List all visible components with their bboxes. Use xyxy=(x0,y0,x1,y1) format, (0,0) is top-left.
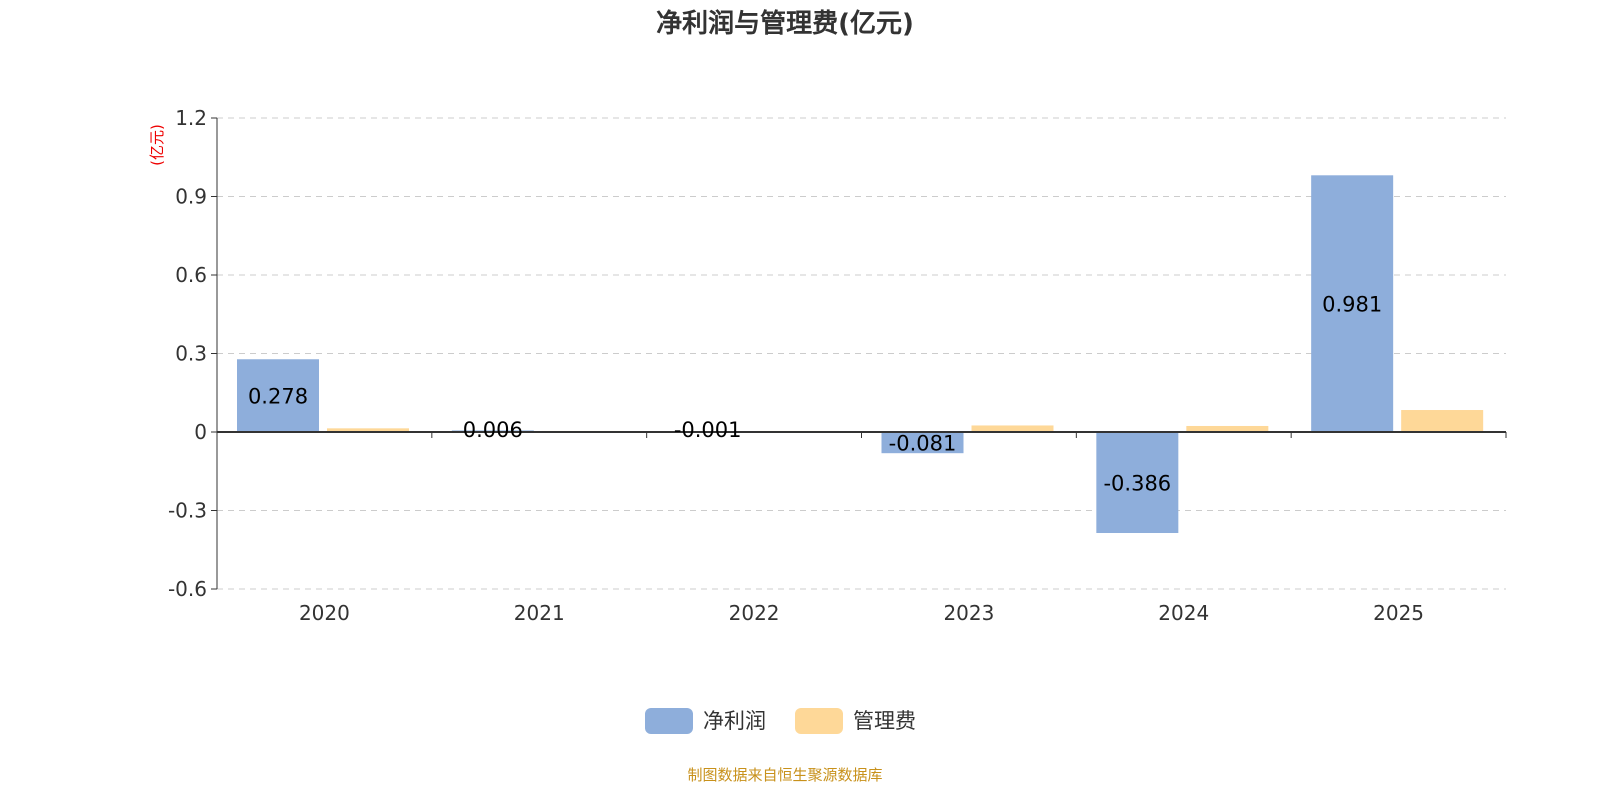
x-tick-label: 2025 xyxy=(1373,601,1424,625)
chart-title: 净利润与管理费(亿元) xyxy=(656,8,914,39)
source-note: 制图数据来自恒生聚源数据库 xyxy=(687,766,882,784)
y-tick-label: 0.6 xyxy=(175,263,207,287)
bar-net-profit[interactable] xyxy=(1311,175,1394,432)
y-axis-unit: (亿元) xyxy=(148,124,166,166)
legend-swatch[interactable] xyxy=(645,708,693,734)
bar-admin-expense[interactable] xyxy=(971,425,1054,432)
data-label: -0.081 xyxy=(889,432,957,456)
x-tick-label: 2022 xyxy=(729,601,780,625)
bar-net-profit[interactable] xyxy=(881,432,964,454)
bar-net-profit[interactable] xyxy=(237,359,319,432)
y-tick-label: 0.9 xyxy=(175,185,207,209)
y-tick-label: 1.2 xyxy=(175,106,207,130)
x-tick-label: 2020 xyxy=(299,601,350,625)
bar-admin-expense[interactable] xyxy=(1401,410,1484,432)
x-tick-label: 2021 xyxy=(514,601,565,625)
legend-label[interactable]: 净利润 xyxy=(703,709,766,733)
y-tick-label: 0 xyxy=(194,420,207,444)
data-label: 0.278 xyxy=(248,385,308,409)
bar-admin-expense[interactable] xyxy=(1186,425,1269,432)
data-label: 0.981 xyxy=(1322,293,1382,317)
y-tick-label: -0.3 xyxy=(168,499,207,523)
data-label: -0.001 xyxy=(674,418,742,442)
x-tick-label: 2024 xyxy=(1158,601,1209,625)
y-tick-label: 0.3 xyxy=(175,342,207,366)
legend-swatch[interactable] xyxy=(795,708,843,734)
bar-net-profit[interactable] xyxy=(1096,432,1179,534)
y-tick-label: -0.6 xyxy=(168,577,207,601)
bar-admin-expense[interactable] xyxy=(327,428,409,432)
x-tick-label: 2023 xyxy=(943,601,994,625)
legend-label[interactable]: 管理费 xyxy=(853,709,916,733)
data-label: -0.386 xyxy=(1103,472,1171,496)
data-label: 0.006 xyxy=(463,418,523,442)
